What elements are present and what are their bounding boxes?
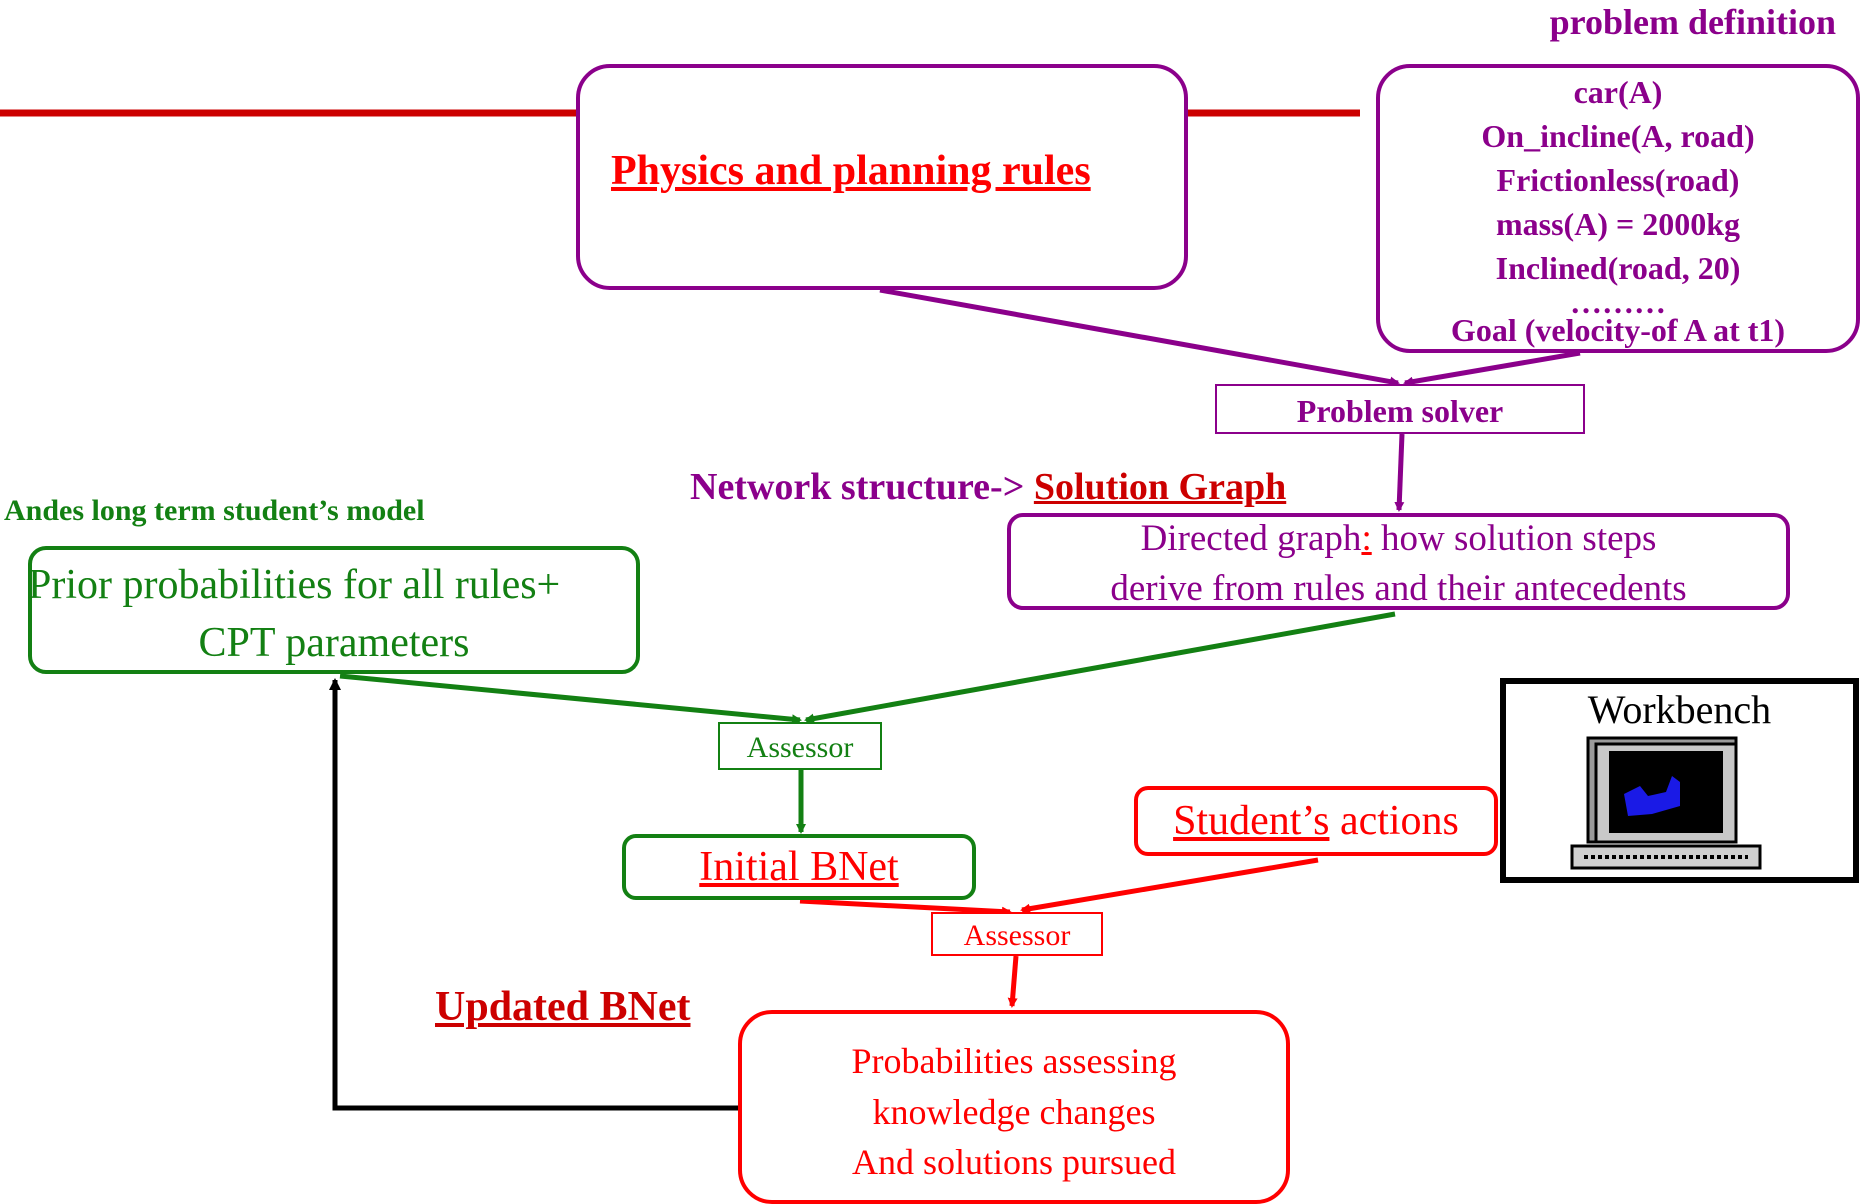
directed-graph-line1: Directed graph: how solution steps	[1140, 518, 1657, 559]
arrow-graph-to-assessor	[804, 611, 1396, 724]
updated-bnet-label: Updated BNet	[435, 984, 691, 1030]
definition-line: Frictionless(road)	[1496, 162, 1740, 198]
probabilities-box	[738, 1010, 1290, 1204]
physics-rules-box	[576, 64, 1188, 290]
problem-definition-box	[1376, 64, 1860, 353]
probabilities-line: Probabilities assessing	[851, 1041, 1177, 1081]
physics-rules-label: Physics and planning rules	[611, 148, 1091, 194]
problem-solver-label: Problem solver	[1296, 393, 1504, 429]
problem-definition-title: problem definition	[1549, 2, 1836, 42]
assessor-top-label: Assessor	[746, 731, 854, 764]
andes-model-line1: Prior probabilities for all rules+	[28, 562, 561, 608]
definition-line: car(A)	[1573, 74, 1663, 110]
probabilities-line: knowledge changes	[872, 1092, 1156, 1132]
probabilities-line: And solutions pursued	[852, 1142, 1176, 1182]
network-structure-heading: Network structure-> Solution Graph	[690, 468, 1286, 506]
network-structure-prefix: Network structure->	[690, 466, 1025, 508]
definition-line: On_incline(A, road)	[1481, 118, 1755, 154]
definition-line: Inclined(road, 20)	[1495, 250, 1741, 286]
arrow-definition-to-solver	[1403, 350, 1581, 387]
arrow-initial-to-assessor	[799, 898, 1012, 917]
problem-solver-box	[1215, 384, 1585, 434]
arrow-rules-to-solver	[879, 287, 1400, 387]
student-actions-box	[1134, 786, 1498, 856]
arrow-feedback-loop	[329, 678, 738, 1111]
assessor-bottom-box	[931, 912, 1103, 956]
arrow-actions-to-assessor	[1020, 857, 1319, 914]
arrow-assessor-to-probabilities	[1007, 955, 1019, 1008]
computer-icon	[1570, 736, 1762, 870]
assessor-bottom-label: Assessor	[963, 919, 1071, 952]
definition-line: mass(A) = 2000kg	[1495, 206, 1740, 242]
graph-colon: :	[1361, 518, 1372, 559]
andes-model-title: Andes long term student’s model	[4, 494, 425, 527]
initial-bnet-label: Initial BNet	[699, 844, 899, 890]
solution-graph-label: Solution Graph	[1033, 466, 1287, 508]
student-actions-label: Student’s actions	[1173, 798, 1459, 844]
initial-bnet-box	[622, 834, 976, 900]
workbench-label: Workbench	[1587, 687, 1772, 732]
andes-model-line2: CPT parameters	[198, 620, 470, 666]
definition-line: ………	[1570, 284, 1666, 320]
andes-model-box	[28, 546, 640, 674]
arrow-solver-to-graph	[1394, 433, 1405, 512]
directed-graph-line2: derive from rules and their antecedents	[1110, 568, 1687, 609]
directed-graph-box	[1007, 513, 1790, 610]
arrow-andes-to-assessor	[339, 673, 802, 725]
assessor-top-box	[718, 722, 882, 770]
definition-line: Goal (velocity-of A at t1)	[1450, 312, 1786, 348]
